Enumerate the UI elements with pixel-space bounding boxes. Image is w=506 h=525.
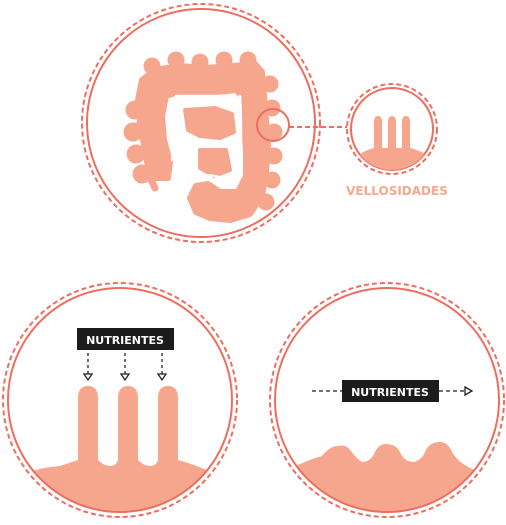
absorption-arrows (84, 353, 166, 380)
villi-zoom-panel (347, 84, 437, 175)
large-intestine-icon (124, 52, 282, 220)
damaged-villi-panel: NUTRIENTES (270, 283, 504, 525)
nutrients-label-damaged: NUTRIENTES (351, 386, 429, 399)
arrow-right-icon (465, 387, 472, 395)
intestine-panel (82, 4, 347, 242)
zoom-villi (350, 116, 436, 175)
healthy-villi (0, 386, 240, 525)
nutrients-label-healthy: NUTRIENTES (86, 334, 164, 347)
healthy-villi-panel: NUTRIENTES (0, 283, 240, 525)
villi-label: VELLOSIDADES (346, 184, 448, 198)
